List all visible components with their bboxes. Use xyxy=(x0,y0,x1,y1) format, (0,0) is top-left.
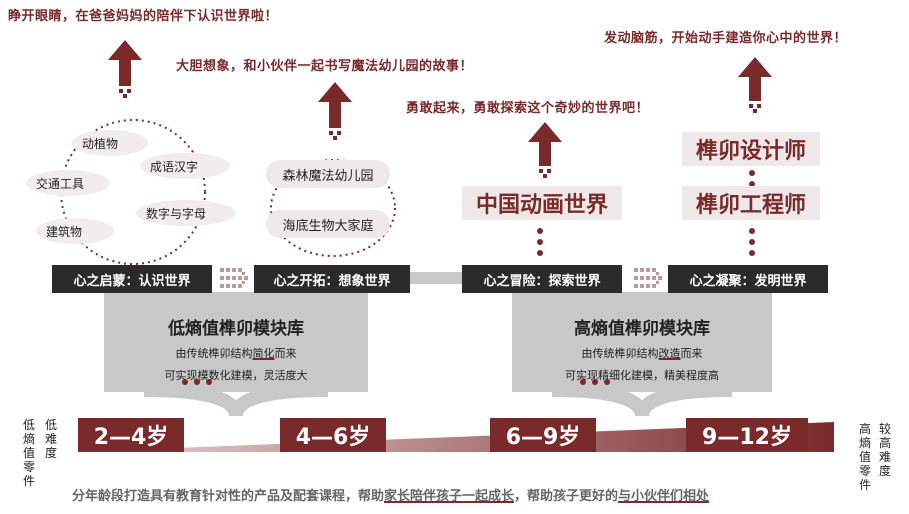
stage-label: 心之启蒙：认识世界 xyxy=(52,265,212,293)
age-label: 4—6岁 xyxy=(280,418,386,452)
cloud-word: 成语汉字 xyxy=(150,160,199,174)
dotted-connector xyxy=(749,228,755,256)
cloud-word: 交通工具 xyxy=(36,177,85,191)
library-line: 由传统榫卯结构简化而来 xyxy=(175,347,297,360)
up-arrow-icon xyxy=(738,57,772,113)
up-arrow-icon xyxy=(528,122,562,178)
age-label: 9—12岁 xyxy=(686,418,808,452)
stage2-item: 森林魔法幼儿园 xyxy=(266,160,390,188)
left-label-parts: 低熵值零件 xyxy=(22,418,35,488)
bottom-description: 分年龄段打造具有教育针对性的产品及配套课程，帮助家长陪伴孩子一起成长，帮助孩子更… xyxy=(72,489,710,504)
dotted-connector xyxy=(537,228,543,256)
cloud-word: 建筑物 xyxy=(46,225,83,239)
cloud-word: 动植物 xyxy=(82,137,119,151)
low-entropy-library: 低熵值榫卯模块库 由传统榫卯结构简化而来 可实现模数化建模，灵活度大 xyxy=(104,292,368,392)
dotted-connector xyxy=(749,170,755,187)
dotted-connector xyxy=(580,379,610,385)
right-arrow-icon xyxy=(634,268,662,288)
library-line: 可实现精细化建模，精美程度高 xyxy=(565,369,719,382)
right-label-difficulty: 较高难度 xyxy=(878,422,891,478)
left-label-difficulty: 低难度 xyxy=(44,418,57,460)
right-arrow-icon xyxy=(220,268,248,288)
stage-label: 心之开拓：想象世界 xyxy=(254,265,410,293)
stage3-slogan: 勇敢起来，勇敢探索这个奇妙的世界吧！ xyxy=(406,101,650,116)
stage-label: 心之冒险：探索世界 xyxy=(462,265,622,293)
cloud-word: 数字与字母 xyxy=(146,207,207,221)
up-arrow-icon xyxy=(318,82,352,140)
high-entropy-library: 高熵值榫卯模块库 由传统榫卯结构改造而来 可实现精细化建模，精美程度高 xyxy=(512,292,772,392)
stage4-item: 榫卯设计师 xyxy=(682,132,820,166)
stage1-slogan: 睁开眼睛，在爸爸妈妈的陪伴下认识世界啦！ xyxy=(8,9,279,24)
age-label: 2—4岁 xyxy=(78,418,184,452)
library-title: 低熵值榫卯模块库 xyxy=(168,319,304,339)
library-line: 由传统榫卯结构改造而来 xyxy=(581,347,703,360)
stage4-item: 榫卯工程师 xyxy=(682,186,820,220)
stage2-slogan: 大胆想象，和小伙伴一起书写魔法幼儿园的故事！ xyxy=(176,59,474,74)
dotted-connector xyxy=(182,379,212,385)
stage4-slogan: 发动脑筋，开始动手建造你心中的世界！ xyxy=(604,31,848,46)
stage3-item: 中国动画世界 xyxy=(462,186,622,220)
library-title: 高熵值榫卯模块库 xyxy=(574,319,710,339)
age-label: 6—9岁 xyxy=(490,418,596,452)
connector-bar xyxy=(408,272,464,284)
difficulty-wedge xyxy=(74,422,834,452)
up-arrow-icon xyxy=(108,40,142,98)
stage2-item: 海底生物大家庭 xyxy=(266,210,390,238)
library-connector xyxy=(143,390,329,418)
library-connector xyxy=(551,390,733,418)
right-label-parts: 高熵值零件 xyxy=(858,422,871,492)
stage-label: 心之凝聚：发明世界 xyxy=(668,265,828,293)
library-line: 可实现模数化建模，灵活度大 xyxy=(164,369,308,382)
word-cloud-circle xyxy=(60,119,206,265)
